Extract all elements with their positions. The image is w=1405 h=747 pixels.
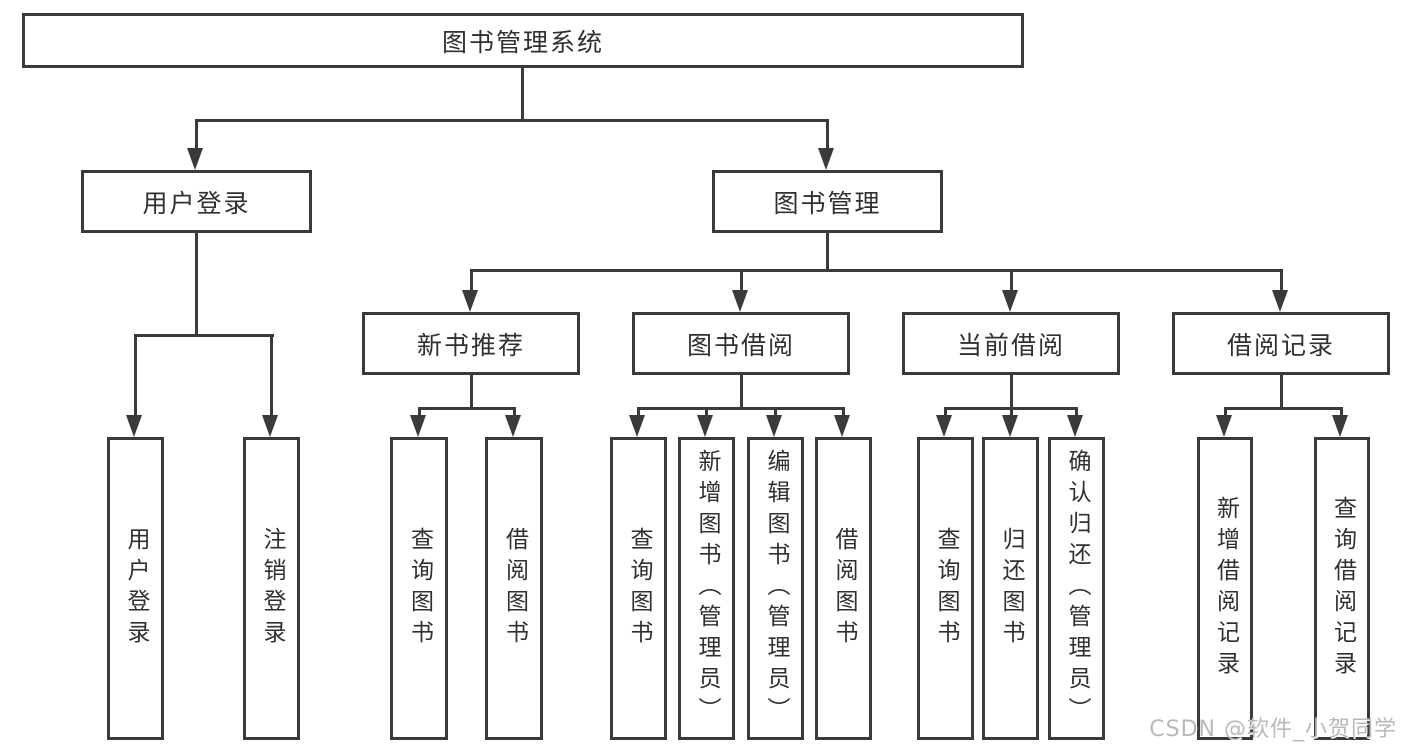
connector-vline [513, 407, 516, 419]
connector-vline [1010, 269, 1013, 293]
node-user-login: 用户登录 [81, 170, 312, 233]
connector-vline [826, 119, 829, 151]
connector-vline [826, 233, 829, 271]
arrow-down-icon [1332, 415, 1348, 437]
connector-hline [637, 407, 845, 410]
leaf-label: 新增图书（管理员） [694, 449, 720, 728]
leaf-label: 查询图书 [933, 526, 959, 651]
connector-hline [195, 119, 829, 122]
connector-vline [705, 407, 708, 419]
leaf-query-borrow-record: 查询借阅记录 [1314, 437, 1370, 740]
connector-vline [134, 334, 137, 417]
connector-vline [774, 407, 777, 419]
arrow-down-icon [629, 415, 645, 437]
connector-vline [470, 375, 473, 410]
node-label: 借阅记录 [1226, 330, 1335, 360]
leaf-label: 借阅图书 [831, 526, 857, 651]
leaf-confirm-return-admin: 确认归还（管理员） [1048, 437, 1105, 740]
connector-vline [1280, 269, 1283, 293]
node-book-borrowing: 图书借阅 [632, 312, 850, 375]
node-label: 新书推荐 [416, 330, 525, 360]
leaf-user-login: 用户登录 [107, 437, 164, 740]
leaf-return-books: 归还图书 [982, 437, 1039, 740]
connector-vline [1010, 375, 1013, 410]
arrow-down-icon [697, 415, 713, 437]
arrow-down-icon [732, 290, 748, 312]
connector-vline [1010, 407, 1013, 419]
arrow-down-icon [1216, 415, 1232, 437]
node-label: 图书管理 [773, 188, 882, 218]
connector-vline [740, 269, 743, 293]
connector-hline [418, 407, 516, 410]
arrow-down-icon [462, 290, 478, 312]
connector-vline [1224, 407, 1227, 419]
arrow-down-icon [766, 415, 782, 437]
node-book-management: 图书管理 [712, 170, 943, 233]
connector-vline [521, 68, 524, 120]
node-label: 图书借阅 [686, 330, 795, 360]
leaf-logout-login: 注销登录 [243, 437, 300, 740]
arrow-down-icon [834, 415, 850, 437]
connector-vline [842, 407, 845, 419]
node-new-book-recommend: 新书推荐 [362, 312, 580, 375]
arrow-down-icon [126, 415, 142, 437]
arrow-down-icon [187, 148, 203, 170]
node-label: 当前借阅 [956, 330, 1065, 360]
connector-vline [944, 407, 947, 419]
leaf-query-books-borrowing: 查询图书 [610, 437, 667, 740]
connector-vline [195, 119, 198, 151]
leaf-label: 借阅图书 [501, 526, 528, 651]
node-borrowing-records: 借阅记录 [1172, 312, 1390, 375]
connector-hline [470, 269, 1282, 272]
arrow-down-icon [1002, 415, 1018, 437]
node-library-management-system: 图书管理系统 [22, 13, 1024, 68]
connector-hline [1224, 407, 1343, 410]
leaf-label: 确认归还（管理员） [1064, 449, 1090, 728]
leaf-add-books-admin: 新增图书（管理员） [678, 437, 735, 740]
leaf-label: 查询图书 [626, 526, 652, 651]
leaf-label: 用户登录 [123, 526, 149, 651]
arrow-down-icon [1272, 290, 1288, 312]
connector-vline [470, 269, 473, 293]
leaf-label: 编辑图书（管理员） [763, 449, 789, 728]
arrow-down-icon [1002, 290, 1018, 312]
connector-vline [740, 375, 743, 410]
arrow-down-icon [410, 415, 426, 437]
arrow-down-icon [262, 415, 278, 437]
leaf-label: 归还图书 [998, 526, 1024, 651]
arrow-down-icon [1067, 415, 1083, 437]
leaf-label: 查询图书 [406, 526, 433, 651]
node-label: 图书管理系统 [441, 27, 604, 57]
arrow-down-icon [818, 148, 834, 170]
leaf-borrow-books-borrowing: 借阅图书 [815, 437, 872, 740]
leaf-edit-books-admin: 编辑图书（管理员） [747, 437, 804, 740]
arrow-down-icon [936, 415, 952, 437]
connector-hline [134, 334, 274, 337]
leaf-query-books-recommend: 查询图书 [390, 437, 448, 740]
leaf-label: 注销登录 [259, 526, 285, 651]
leaf-add-borrow-record: 新增借阅记录 [1197, 437, 1253, 740]
node-current-borrowing: 当前借阅 [902, 312, 1120, 375]
leaf-label: 查询借阅记录 [1329, 495, 1356, 682]
leaf-label: 新增借阅记录 [1212, 495, 1239, 682]
leaf-query-books-current: 查询图书 [917, 437, 974, 740]
connector-vline [637, 407, 640, 419]
connector-vline [1075, 407, 1078, 419]
node-label: 用户登录 [142, 188, 251, 218]
arrow-down-icon [505, 415, 521, 437]
leaf-borrow-books-recommend: 借阅图书 [485, 437, 543, 740]
connector-vline [195, 233, 198, 336]
connector-vline [1280, 375, 1283, 410]
connector-vline [1340, 407, 1343, 419]
connector-vline [418, 407, 421, 419]
csdn-watermark: CSDN @软件_小贺同学 [1149, 717, 1397, 742]
connector-vline [270, 334, 273, 417]
